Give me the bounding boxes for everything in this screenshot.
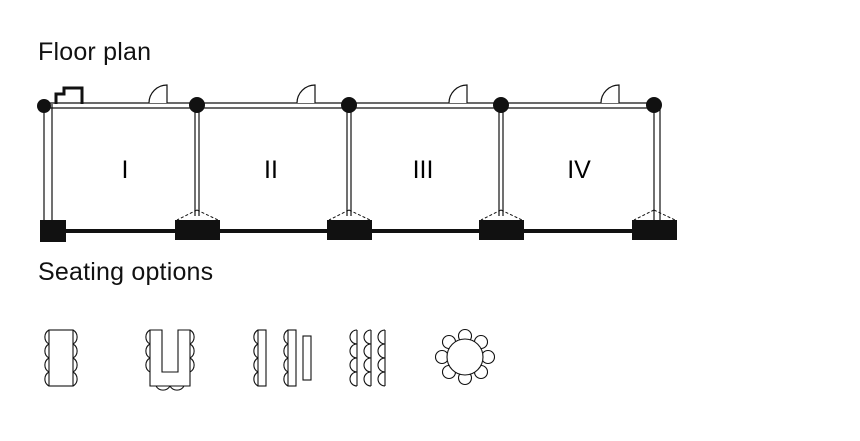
partition-stack-3: [479, 209, 524, 240]
room-label-3: III: [413, 156, 434, 184]
room-label-2: II: [264, 156, 278, 184]
boardroom-layout-icon: [44, 329, 78, 387]
theatre-layout-icon: [349, 329, 386, 387]
room-label-1: I: [122, 156, 129, 184]
partition-walls: [194, 108, 504, 216]
partition-stack-4: [632, 209, 677, 240]
partition-stack-1: [175, 209, 220, 240]
u-shape-layout-icon: [145, 329, 195, 391]
columns: [37, 97, 662, 113]
seating-options-title: Seating options: [38, 258, 214, 286]
corner-block-left: [40, 220, 66, 242]
classroom-layout-icon: [253, 329, 312, 387]
doors: [148, 84, 620, 104]
room-label-4: IV: [567, 156, 591, 184]
entrance-stair: [54, 86, 84, 104]
banquet-round-table-icon: [434, 328, 496, 386]
partition-stack-2: [327, 209, 372, 240]
floor-plan-title: Floor plan: [38, 38, 152, 66]
